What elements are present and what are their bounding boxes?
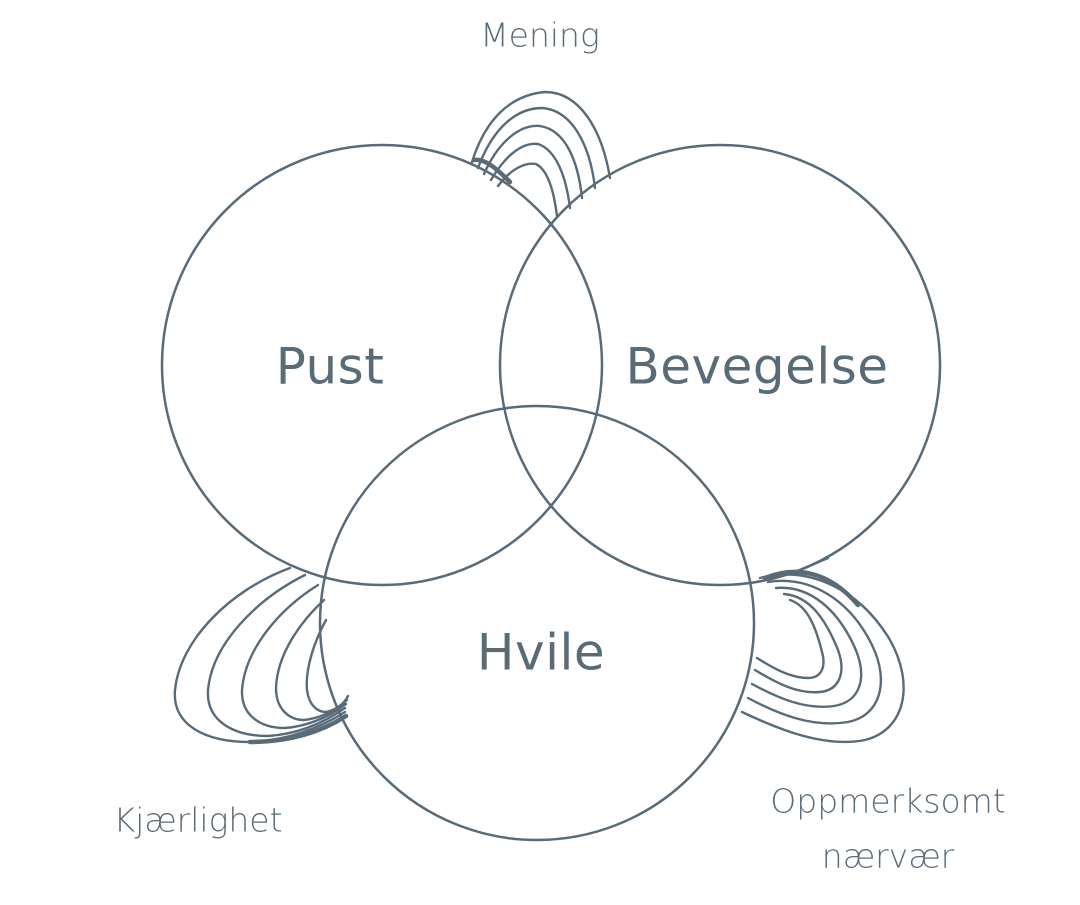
label-mening: Mening [480, 16, 600, 55]
label-bevegelse: Bevegelse [625, 338, 888, 396]
label-naervaer: nærvær [822, 837, 955, 876]
label-kjaerlighet: Kjærlighet [113, 801, 282, 840]
petal-top [470, 90, 612, 218]
circle-pust [160, 143, 604, 587]
label-oppmerksomt: Oppmerksomt [770, 782, 1005, 821]
petal-bottom-left [173, 566, 350, 745]
petal-bottom-right [740, 556, 905, 744]
circle-hvile [318, 404, 756, 842]
label-hvile: Hvile [477, 624, 605, 682]
circle-bevegelse [498, 143, 942, 587]
label-pust: Pust [276, 338, 385, 396]
